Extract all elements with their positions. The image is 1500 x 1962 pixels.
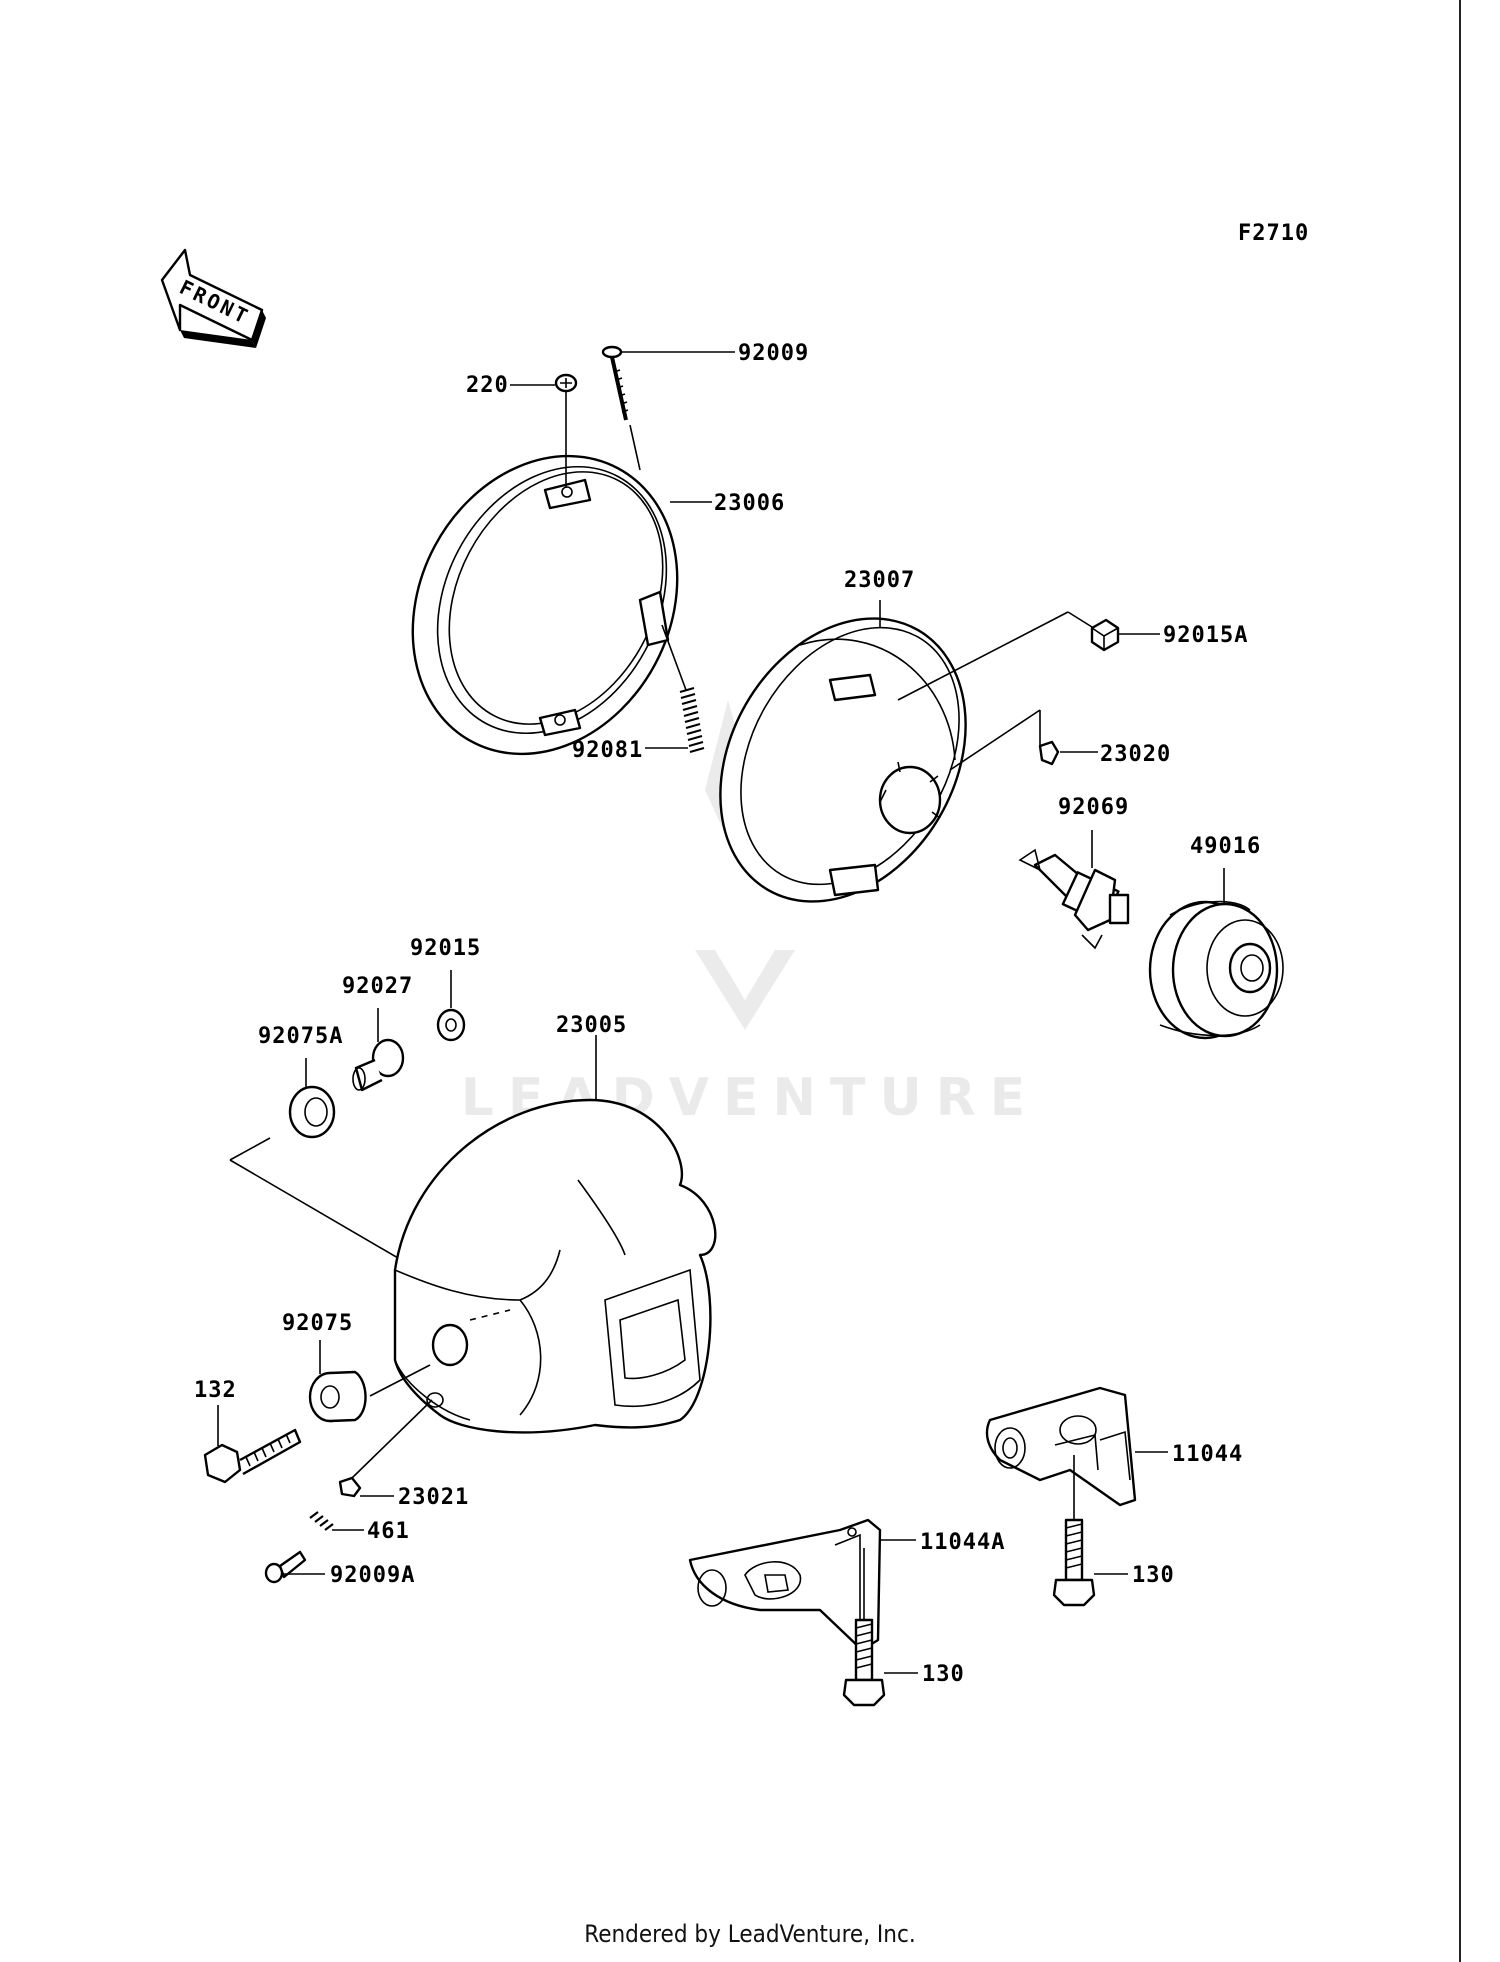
label-92015A: 92015A <box>1163 623 1248 648</box>
label-92015: 92015 <box>410 936 481 961</box>
bolt-132-part <box>203 1428 302 1484</box>
label-49016: 49016 <box>1190 834 1261 859</box>
label-23020: 23020 <box>1100 742 1171 767</box>
label-92075: 92075 <box>282 1311 353 1336</box>
screw-92009-part <box>601 345 629 421</box>
footer-credit: Rendered by LeadVenture, Inc. <box>584 1920 916 1948</box>
label-23021: 23021 <box>398 1485 469 1510</box>
label-23007: 23007 <box>844 568 915 593</box>
label-130-b: 130 <box>922 1662 965 1687</box>
grommet-92075A-part <box>288 1085 336 1139</box>
screw-92009A-part <box>264 1550 307 1584</box>
headlight-rim-part <box>411 454 679 756</box>
figure-code: F2710 <box>1238 221 1309 246</box>
bolt-130-a-part <box>1052 1518 1096 1607</box>
clip-23021-part <box>338 1476 362 1498</box>
label-92081: 92081 <box>572 738 643 763</box>
front-direction-arrow: FRONT <box>160 248 266 348</box>
label-92009A: 92009A <box>330 1563 415 1588</box>
screw-220-part <box>554 373 578 393</box>
label-92027: 92027 <box>342 974 413 999</box>
bulb-92069-part <box>1018 848 1130 950</box>
page-border-line <box>1459 0 1461 1962</box>
boot-49016-part <box>1148 900 1284 1040</box>
label-92009: 92009 <box>738 341 809 366</box>
grommet-92075-part <box>308 1370 367 1423</box>
nut-92015A-part <box>1090 618 1120 652</box>
clip-23020-part <box>1038 740 1060 766</box>
label-92069: 92069 <box>1058 795 1129 820</box>
label-11044: 11044 <box>1172 1442 1243 1467</box>
label-132: 132 <box>194 1378 237 1403</box>
label-23005: 23005 <box>556 1013 627 1038</box>
bracket-11044A-part <box>688 1518 882 1652</box>
nut-92015-part <box>436 1008 466 1042</box>
label-461: 461 <box>367 1519 410 1544</box>
spring-461-part <box>309 1511 334 1531</box>
spring-92081-part <box>679 686 705 754</box>
label-220: 220 <box>466 373 509 398</box>
bracket-11044-part <box>985 1386 1137 1507</box>
headlight-reflector-part <box>719 617 967 903</box>
label-11044A: 11044A <box>920 1530 1005 1555</box>
label-130-a: 130 <box>1132 1563 1175 1588</box>
collar-92027-part <box>352 1038 405 1092</box>
headlight-housing-part <box>393 1098 717 1434</box>
label-23006: 23006 <box>714 491 785 516</box>
label-92075A: 92075A <box>258 1024 343 1049</box>
